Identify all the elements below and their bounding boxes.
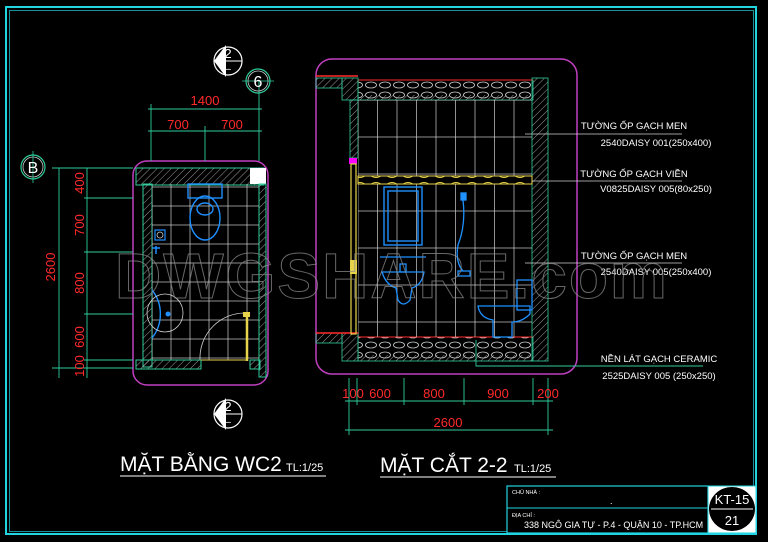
basin-section-icon xyxy=(380,256,426,305)
plan-dim-depth-seg-4: 600 xyxy=(72,326,87,348)
sheet-number: 21 xyxy=(725,513,739,528)
mirror-icon xyxy=(383,186,423,246)
note-3-code: 2540DAISY 005(250x400) xyxy=(601,267,712,278)
section-view: TƯỜNG ỐP GẠCH MEN 2540DAISY 001(250x400)… xyxy=(315,58,718,478)
column-block xyxy=(250,168,266,184)
section-dim-seg-5: 200 xyxy=(537,386,559,401)
note-3-title: TƯỜNG ỐP GẠCH MEN xyxy=(581,250,687,262)
plan-dim-width-seg-2: 700 xyxy=(221,117,243,132)
address-label: ĐỊA CHỈ : xyxy=(512,512,535,519)
note-1-code: 2540DAISY 001(250x400) xyxy=(601,138,712,149)
svg-text:2: 2 xyxy=(224,46,231,61)
door-swing xyxy=(199,312,247,361)
shower-valve-icon xyxy=(152,246,160,254)
plan-dim-depth-seg-5: 100 xyxy=(72,355,87,377)
section-dim-seg-2: 600 xyxy=(369,386,391,401)
plan-floor-tiles xyxy=(152,184,259,360)
svg-text:2: 2 xyxy=(224,399,231,414)
note-2-title: TƯỜNG ỐP GẠCH VIỀN xyxy=(580,168,688,180)
section-dims xyxy=(345,378,553,435)
section-dim-total: 2600 xyxy=(434,415,463,430)
plan-dim-depth-seg-2: 700 xyxy=(72,214,87,236)
address-value: 338 NGÔ GIA TỰ - P.4 - QUẬN 10 - TP.HCM xyxy=(524,520,703,530)
border-tile-strip xyxy=(358,176,532,184)
svg-text:6: 6 xyxy=(254,74,263,91)
note-4-code: 2525DAISY 005 (250x250) xyxy=(602,371,715,382)
shower-hose-icon xyxy=(456,192,471,277)
section-wall-tiles xyxy=(358,100,532,337)
svg-text:B: B xyxy=(28,160,39,177)
drawing-frame-inner xyxy=(9,10,754,532)
section-scale: TL:1/25 xyxy=(514,463,551,475)
watermark: DWGSHARE.com xyxy=(115,240,669,312)
svg-text:–: – xyxy=(225,417,231,428)
svg-text:–: – xyxy=(225,64,231,75)
section-dim-seg-3: 800 xyxy=(423,386,445,401)
section-dim-seg-1: 100 xyxy=(342,386,364,401)
plan-dim-depth-seg-1: 400 xyxy=(72,172,87,194)
grid-bubble-6: 6 xyxy=(242,68,274,94)
plan-view: 1400 700 700 2600 400 700 800 600 100 6 xyxy=(20,45,326,477)
plan-dims-vertical xyxy=(52,167,133,378)
plan-scale: TL:1/25 xyxy=(286,462,323,474)
note-leaders xyxy=(525,133,682,264)
section-marker-top: 2 – xyxy=(213,45,243,77)
basin-plan-icon xyxy=(146,289,184,339)
plan-dim-depth-seg-3: 800 xyxy=(72,272,87,294)
toilet-plan-icon xyxy=(187,183,223,241)
section-title: MẶT CẮT 2-2 xyxy=(380,453,508,477)
plan-viewport xyxy=(132,160,269,386)
note-2-code: V0825DAISY 005(80x250) xyxy=(600,184,712,195)
section-dim-seg-4: 900 xyxy=(487,386,509,401)
section-marker-bottom: 2 – xyxy=(213,398,243,430)
grid-bubble-b: B xyxy=(20,151,46,183)
plan-dim-width-seg-1: 700 xyxy=(167,117,189,132)
section-viewport xyxy=(315,58,578,375)
sheet-code: KT-15 xyxy=(715,492,750,507)
note-4-title: NỀN LÁT GẠCH CERAMIC xyxy=(601,354,718,365)
owner-label: CHỦ NHÀ : xyxy=(512,489,541,496)
note-1-title: TƯỜNG ỐP GẠCH MEN xyxy=(581,120,687,132)
toilet-section-icon xyxy=(477,279,533,338)
drawing-frame xyxy=(5,6,757,535)
plan-dim-total-depth: 2600 xyxy=(43,253,58,282)
title-block: CHỦ NHÀ : . ĐỊA CHỈ : 338 NGÔ GIA TỰ - P… xyxy=(506,485,757,534)
plan-title: MẶT BẰNG WC2 xyxy=(120,452,282,476)
door-marker xyxy=(349,158,357,164)
owner-value: . xyxy=(610,496,613,506)
plan-dim-total-width: 1400 xyxy=(191,93,220,108)
door-section xyxy=(350,163,357,335)
floor-drain-icon xyxy=(154,229,166,241)
